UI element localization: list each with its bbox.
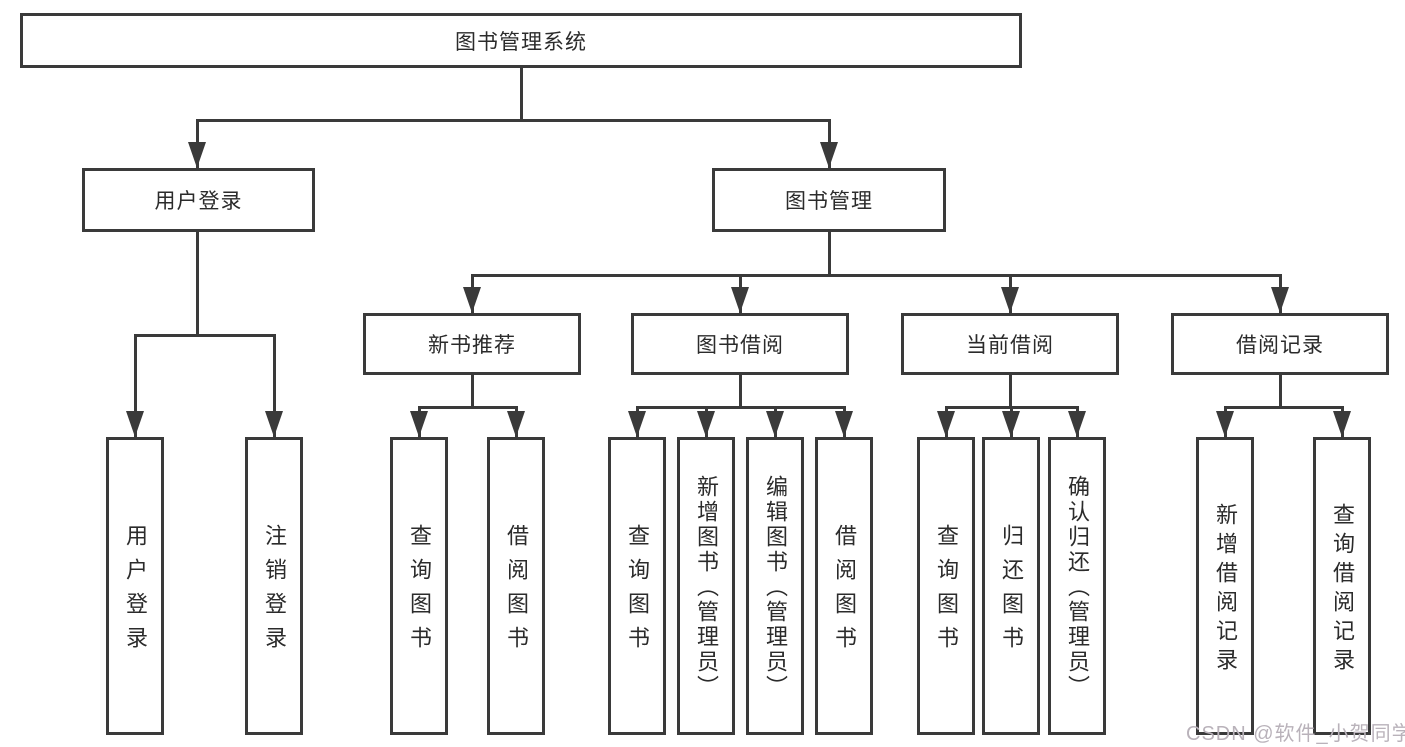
connector-line <box>196 119 830 122</box>
node-label: 图书管理系统 <box>455 30 587 54</box>
arrowhead-down-icon <box>410 411 428 437</box>
connector-line <box>739 375 742 408</box>
node-label: 查询借阅记录 <box>1330 502 1355 677</box>
arrowhead-down-icon <box>835 411 853 437</box>
node-book-management: 图书管理 <box>712 168 946 232</box>
arrowhead-down-icon <box>766 411 784 437</box>
node-label: 查询图书 <box>407 524 432 660</box>
node-book-borrow: 图书借阅 <box>631 313 849 375</box>
arrowhead-down-icon <box>1068 411 1086 437</box>
node-label: 查询图书 <box>934 524 959 660</box>
node-label: 查询图书 <box>625 524 650 660</box>
node-label: 借阅记录 <box>1236 334 1324 357</box>
node-library-system: 图书管理系统 <box>20 13 1022 68</box>
leaf-borrow-books-borrow: 借阅图书 <box>815 437 873 735</box>
leaf-add-book-admin: 新增图书（管理员） <box>677 437 735 735</box>
node-label: 注销登录 <box>262 524 287 660</box>
leaf-confirm-return-admin: 确认归还（管理员） <box>1048 437 1106 735</box>
leaf-logout: 注销登录 <box>245 437 303 735</box>
node-label: 新增借阅记录 <box>1213 502 1238 677</box>
connector-line <box>273 334 276 437</box>
node-label: 借阅图书 <box>832 524 857 660</box>
node-label: 新增图书（管理员） <box>694 475 719 700</box>
node-label: 新书推荐 <box>428 334 516 357</box>
connector-line <box>196 232 199 336</box>
node-label: 图书管理 <box>785 190 873 213</box>
node-user-login: 用户登录 <box>82 168 315 232</box>
connector-line <box>134 334 137 437</box>
connector-line <box>828 232 831 276</box>
connector-line <box>1009 375 1012 408</box>
node-label: 借阅图书 <box>504 524 529 660</box>
arrowhead-down-icon <box>507 411 525 437</box>
arrowhead-down-icon <box>126 411 144 437</box>
node-label: 确认归还（管理员） <box>1065 475 1090 700</box>
leaf-query-books-current: 查询图书 <box>917 437 975 735</box>
arrowhead-down-icon <box>1001 287 1019 313</box>
arrowhead-down-icon <box>820 142 838 168</box>
arrowhead-down-icon <box>463 287 481 313</box>
node-label: 用户登录 <box>154 190 243 213</box>
node-label: 归还图书 <box>999 524 1024 660</box>
leaf-query-books-recommend: 查询图书 <box>390 437 448 735</box>
connector-line <box>636 406 845 409</box>
leaf-add-borrow-record: 新增借阅记录 <box>1196 437 1254 735</box>
node-label: 用户登录 <box>123 524 148 660</box>
arrowhead-down-icon <box>1333 411 1351 437</box>
connector-line <box>520 68 523 121</box>
connector-line <box>471 274 1282 277</box>
leaf-query-borrow-record: 查询借阅记录 <box>1313 437 1371 735</box>
arrowhead-down-icon <box>1216 411 1234 437</box>
arrowhead-down-icon <box>937 411 955 437</box>
arrowhead-down-icon <box>265 411 283 437</box>
arrowhead-down-icon <box>697 411 715 437</box>
connector-line <box>134 334 276 337</box>
connector-line <box>1279 375 1282 408</box>
node-label: 图书借阅 <box>696 334 784 357</box>
leaf-return-book: 归还图书 <box>982 437 1040 735</box>
leaf-borrow-books-recommend: 借阅图书 <box>487 437 545 735</box>
arrowhead-down-icon <box>628 411 646 437</box>
connector-line <box>1224 406 1344 409</box>
arrowhead-down-icon <box>188 142 206 168</box>
connector-line <box>471 375 474 408</box>
arrowhead-down-icon <box>731 287 749 313</box>
leaf-user-login: 用户登录 <box>106 437 164 735</box>
arrowhead-down-icon <box>1002 411 1020 437</box>
node-label: 编辑图书（管理员） <box>763 475 788 700</box>
arrowhead-down-icon <box>1271 287 1289 313</box>
leaf-query-books-borrow: 查询图书 <box>608 437 666 735</box>
connector-line <box>418 406 518 409</box>
node-new-book-recommend: 新书推荐 <box>363 313 581 375</box>
leaf-edit-book-admin: 编辑图书（管理员） <box>746 437 804 735</box>
node-current-borrow: 当前借阅 <box>901 313 1119 375</box>
node-borrow-records: 借阅记录 <box>1171 313 1389 375</box>
watermark: CSDN @软件_小贺同学 <box>1186 723 1405 745</box>
node-label: 当前借阅 <box>966 334 1054 357</box>
